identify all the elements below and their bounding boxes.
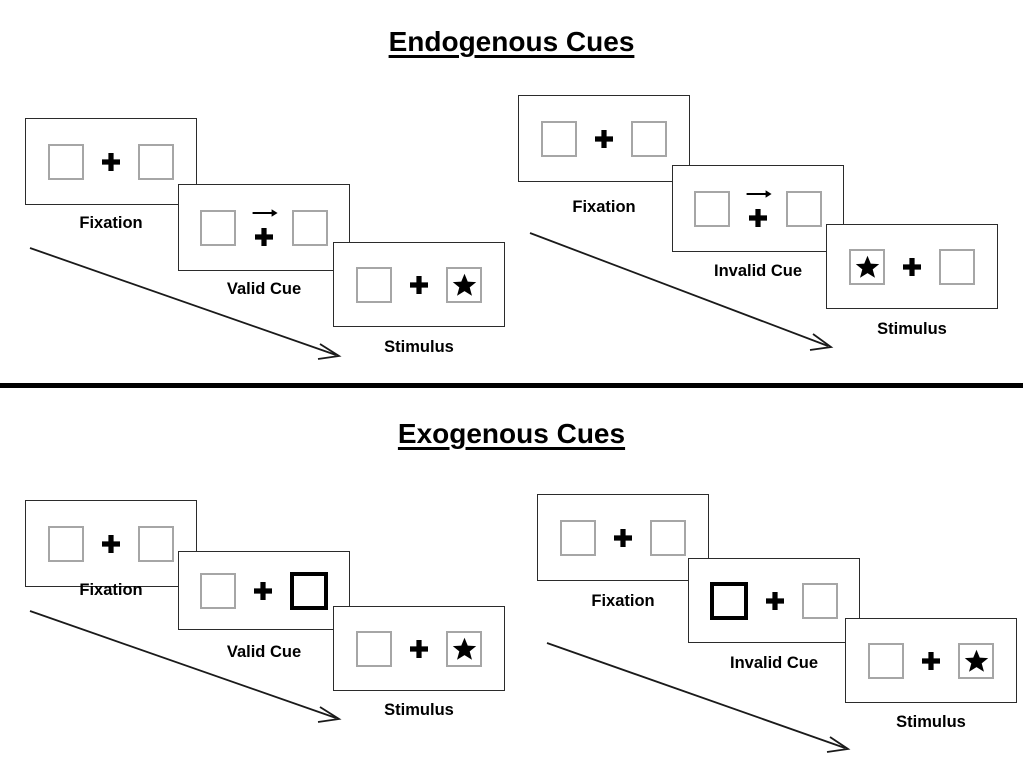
fixation-cross-icon (593, 128, 615, 150)
caption-exo-invalid-cue: Invalid Cue (729, 654, 819, 672)
right-box (138, 525, 174, 562)
fixation-cross-icon (764, 590, 786, 612)
right-box (446, 266, 482, 303)
caption-exo-valid-cue: Valid Cue (226, 643, 302, 661)
section-title-endogenous: Endogenous Cues (388, 26, 635, 57)
left-box (849, 248, 885, 285)
panel-exo-valid-fixation (25, 500, 197, 587)
fixation-cross-icon (612, 527, 634, 549)
panel-exo-invalid-fixation (537, 494, 709, 581)
right-box (292, 209, 328, 246)
fixation-cross-icon (408, 274, 430, 296)
fixation-cross-icon (100, 533, 122, 555)
panel-exo-valid-stimulus (333, 606, 505, 691)
fixation-cross-icon (920, 650, 942, 672)
caption-endo-invalid-cue: Invalid Cue (713, 262, 803, 280)
panel-endo-valid-stimulus (333, 242, 505, 327)
left-box (356, 630, 392, 667)
arrow-right-cue-icon (746, 188, 773, 199)
caption-exo-valid-stimulus: Stimulus (384, 701, 454, 719)
left-box (560, 519, 596, 556)
right-box (802, 582, 838, 619)
fixation-cross-icon (100, 151, 122, 173)
fixation-cross-icon (408, 638, 430, 660)
caption-exo-invalid-stimulus: Stimulus (896, 713, 966, 731)
star-target-icon (452, 637, 476, 660)
section-divider (0, 383, 1023, 388)
panel-endo-invalid-cue (672, 165, 844, 252)
fixation-cross-icon (252, 580, 274, 602)
star-target-icon (855, 255, 879, 278)
caption-endo-valid-fixation: Fixation (79, 214, 143, 232)
fixation-cross-icon (253, 226, 275, 248)
panel-exo-invalid-stimulus (845, 618, 1017, 703)
right-box (138, 143, 174, 180)
arrow-right-cue-icon (252, 207, 279, 218)
caption-exo-valid-fixation: Fixation (79, 581, 143, 599)
caption-exo-invalid-fixation: Fixation (591, 592, 655, 610)
right-box (786, 190, 822, 227)
left-box (868, 642, 904, 679)
right-box (631, 120, 667, 157)
left-box (200, 572, 236, 609)
left-box (541, 120, 577, 157)
left-box (200, 209, 236, 246)
panel-endo-valid-cue (178, 184, 350, 271)
left-box (694, 190, 730, 227)
star-target-icon (452, 273, 476, 296)
panel-endo-valid-fixation (25, 118, 197, 205)
caption-endo-invalid-stimulus: Stimulus (877, 320, 947, 338)
fixation-cross-icon (901, 256, 923, 278)
panel-exo-valid-cue (178, 551, 350, 630)
left-box (48, 525, 84, 562)
caption-endo-valid-cue: Valid Cue (226, 280, 302, 298)
right-box-flash-cue (290, 571, 328, 610)
panel-endo-invalid-stimulus (826, 224, 998, 309)
right-box (446, 630, 482, 667)
caption-endo-invalid-fixation: Fixation (572, 198, 636, 216)
right-box (650, 519, 686, 556)
fixation-cross-icon (747, 207, 769, 229)
right-box (939, 248, 975, 285)
panel-endo-invalid-fixation (518, 95, 690, 182)
caption-endo-valid-stimulus: Stimulus (384, 338, 454, 356)
left-box (48, 143, 84, 180)
section-title-exogenous: Exogenous Cues (397, 418, 626, 449)
left-box-flash-cue (710, 581, 748, 620)
star-target-icon (964, 649, 988, 672)
left-box (356, 266, 392, 303)
panel-exo-invalid-cue (688, 558, 860, 643)
right-box (958, 642, 994, 679)
